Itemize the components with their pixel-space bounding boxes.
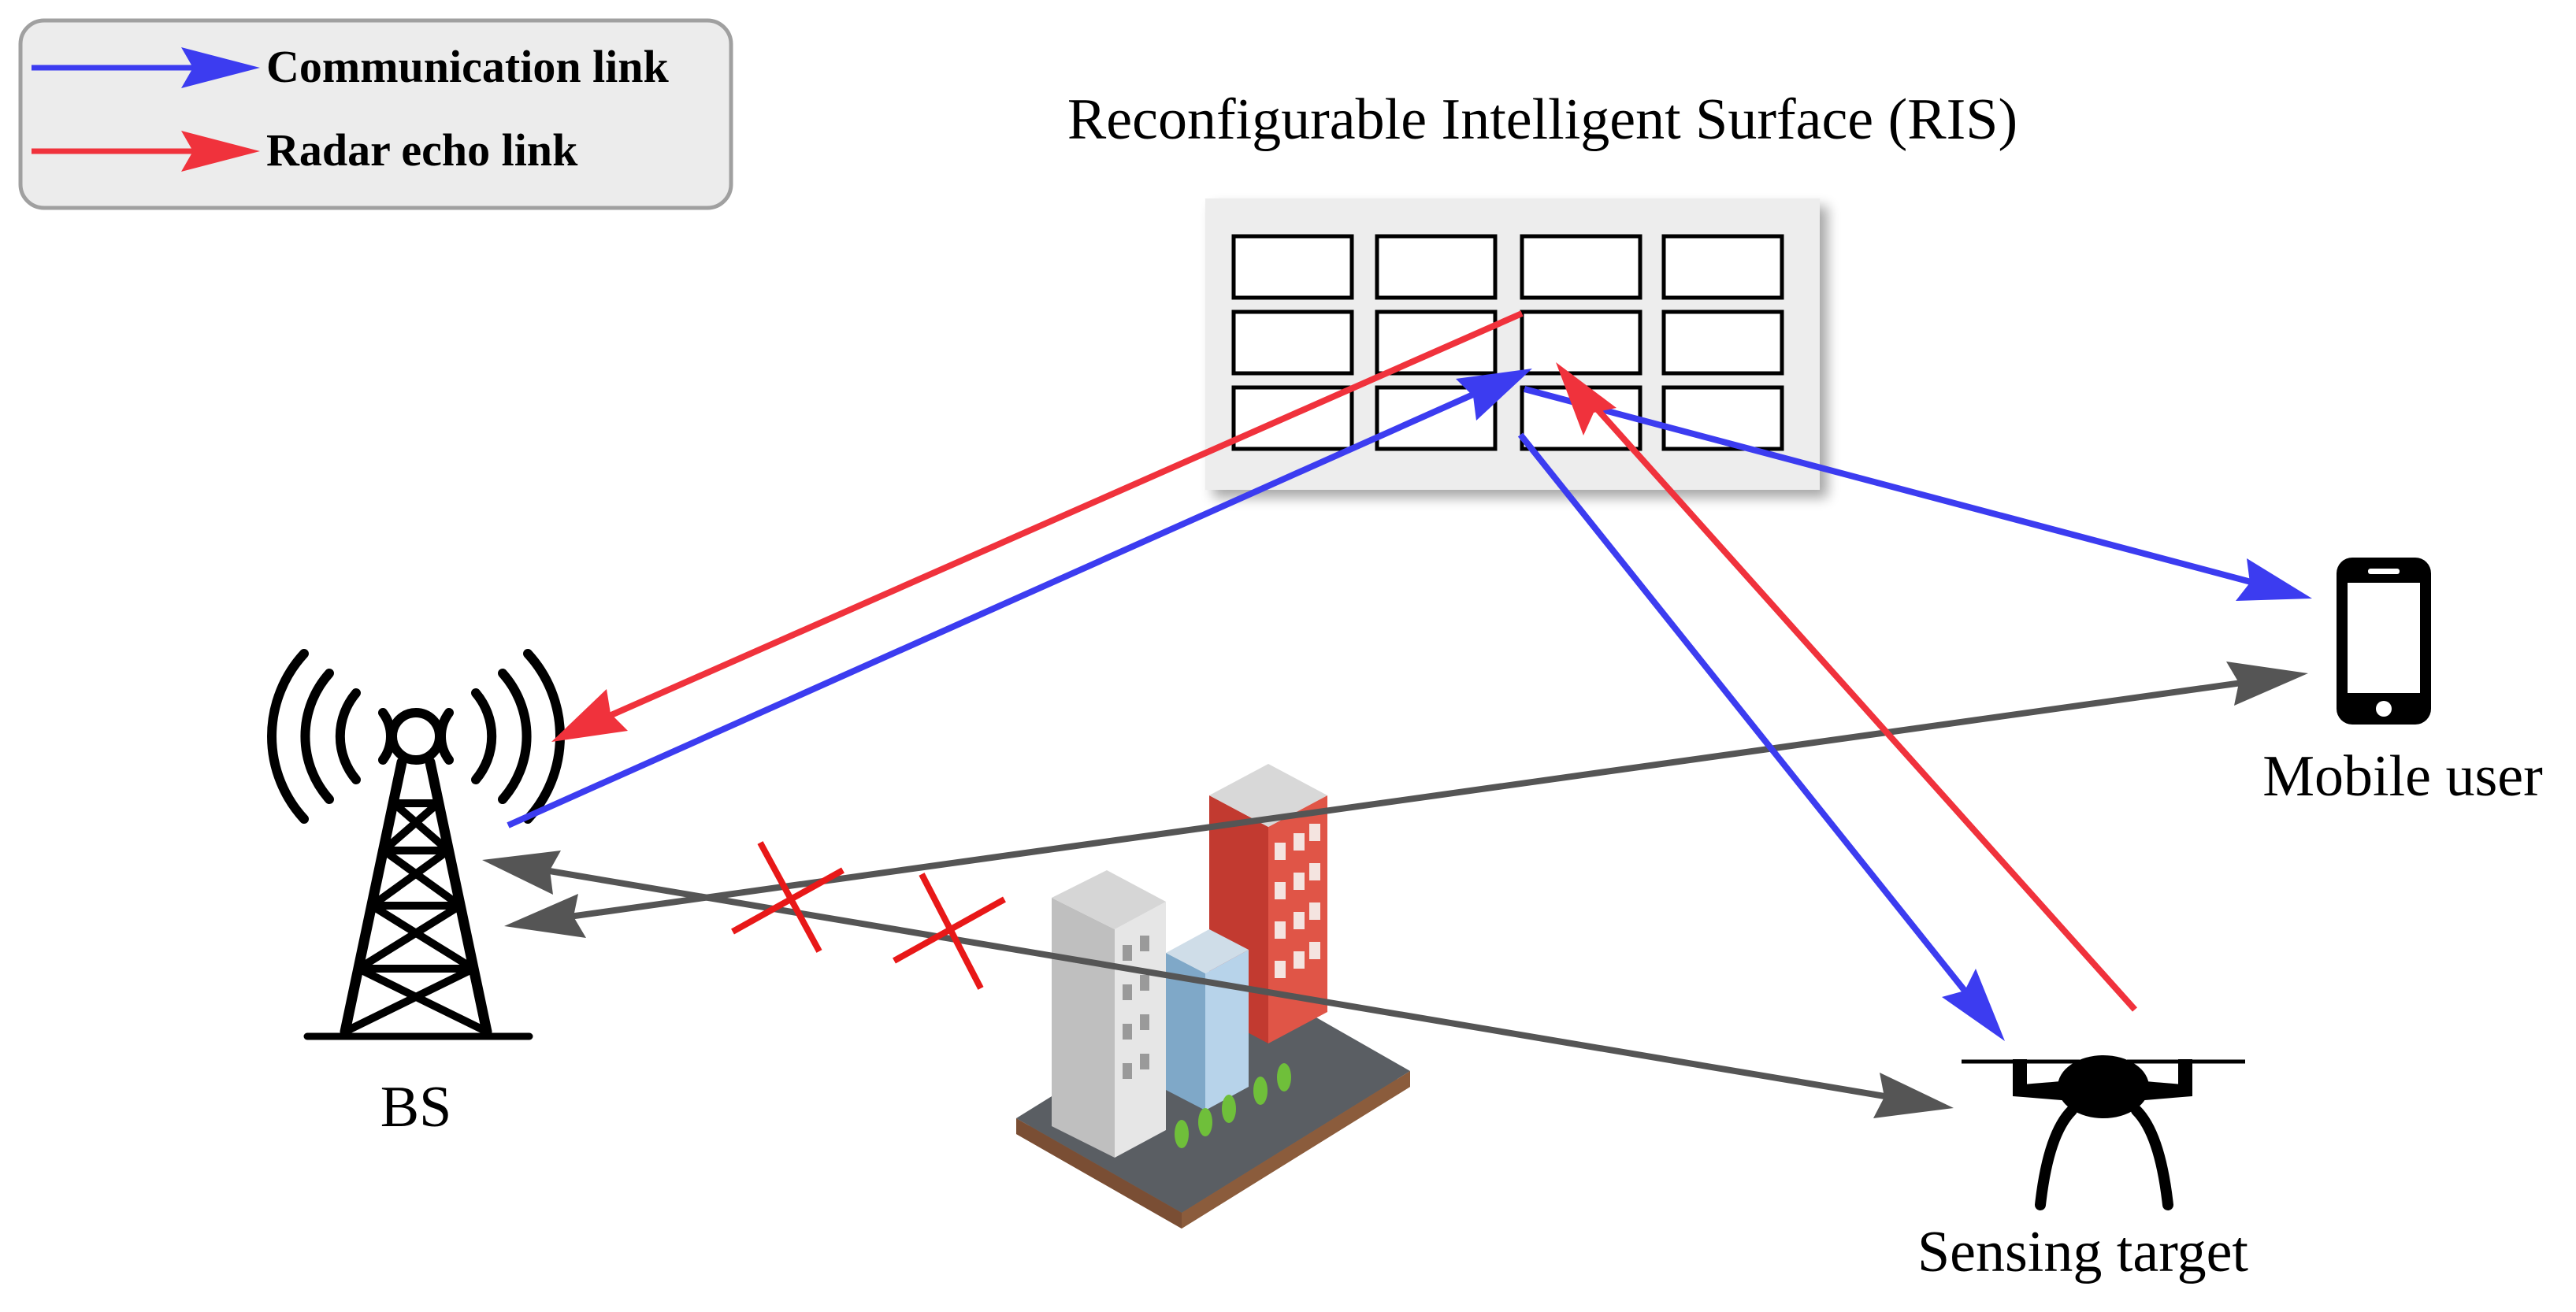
ris-element <box>1375 309 1498 376</box>
legend-radar-label: Radar echo link <box>266 124 578 176</box>
ris-element <box>1661 234 1784 300</box>
ris-element <box>1661 309 1784 376</box>
comm-link-bs-to-ris <box>507 384 1490 828</box>
cell-tower-icon <box>267 649 565 1040</box>
legend-item-radar: Radar echo link <box>32 124 578 176</box>
comm-link-ris-to-user <box>1523 386 2270 590</box>
legend: Communication link Radar echo link <box>18 18 733 210</box>
legend-item-communication: Communication link <box>32 41 670 92</box>
legend-communication-arrowhead <box>181 47 260 88</box>
direct-link-bs-to-user <box>535 678 2254 925</box>
ris-element <box>1231 234 1354 300</box>
drone-icon <box>1962 1055 2245 1210</box>
mobile-user-label: Mobile user <box>2262 744 2543 809</box>
ris-element <box>1375 234 1498 300</box>
ris-elements <box>1231 234 1784 451</box>
legend-communication-label: Communication link <box>266 41 670 92</box>
radar-link-target-to-ris <box>1581 391 2137 1012</box>
sensing-target-label: Sensing target <box>1917 1220 2248 1284</box>
radar-echo-links <box>551 310 2137 1012</box>
direct-link-bs-to-user-arrowhead <box>2226 662 2308 706</box>
ris-title: Reconfigurable Intelligent Surface (RIS) <box>1067 87 2017 152</box>
comm-link-bs-to-ris-arrowhead <box>1456 369 1532 421</box>
direct-link-target-to-bs-arrowhead <box>482 851 561 895</box>
radar-link-ris-to-bs <box>597 310 1524 724</box>
direct-link-bs-to-target <box>511 862 1899 1102</box>
blocked-mark <box>731 841 844 953</box>
smartphone-icon <box>2337 558 2431 725</box>
ris-element <box>1231 309 1354 376</box>
communication-links <box>507 369 2312 1041</box>
ris-panel <box>1205 198 1820 490</box>
ris-element <box>1520 309 1642 376</box>
comm-link-ris-to-target <box>1517 432 1980 1009</box>
comm-link-ris-to-user-arrowhead <box>2236 558 2312 601</box>
bs-label: BS <box>380 1075 452 1140</box>
direct-link-user-to-bs-arrowhead <box>504 894 586 938</box>
ris-element <box>1520 234 1642 300</box>
blocked-mark <box>893 873 1006 990</box>
comm-link-ris-to-target-arrowhead <box>1942 969 2005 1041</box>
legend-radar-arrowhead <box>181 131 260 172</box>
radar-link-target-to-ris-arrowhead <box>1556 362 1616 435</box>
direct-link-bs-to-target-arrowhead <box>1873 1073 1954 1118</box>
direct-links <box>482 662 2308 1118</box>
buildings-icon <box>1016 764 1410 1229</box>
radar-link-ris-to-bs-arrowhead <box>551 689 628 742</box>
